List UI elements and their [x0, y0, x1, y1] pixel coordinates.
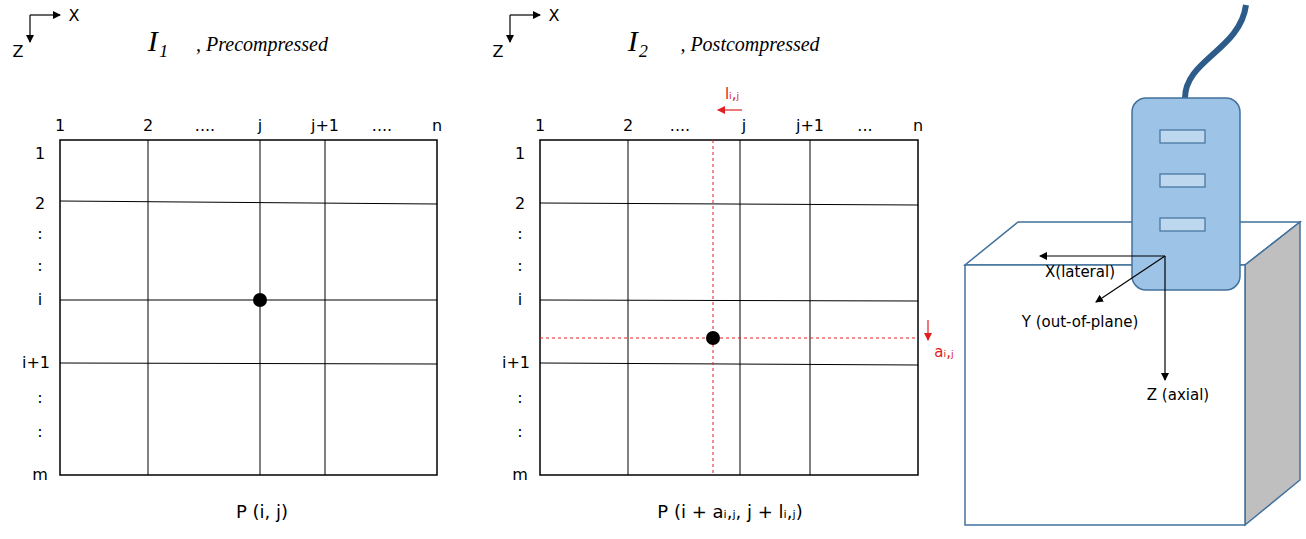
axis-arrow	[509, 15, 510, 42]
column-index: 1	[55, 117, 65, 135]
row-index: :	[37, 257, 42, 275]
column-index: n	[913, 117, 923, 135]
probe-element	[1160, 130, 1205, 143]
axis-label: X	[69, 7, 80, 25]
column-index: j+1	[311, 117, 339, 135]
column-index: ...	[857, 117, 872, 135]
row-index: 2	[515, 195, 525, 213]
axial-arrow	[927, 320, 928, 340]
probe-element	[1160, 218, 1205, 231]
row-index: m	[32, 466, 48, 484]
row-index: 2	[35, 195, 45, 213]
axis-arrow	[30, 14, 60, 15]
column-index: 2	[623, 117, 633, 135]
axis-label: Z	[493, 43, 504, 61]
grid-frame	[540, 140, 918, 475]
probe	[1132, 98, 1240, 290]
probe-cable	[1185, 5, 1246, 98]
point-label: P (i, j)	[236, 502, 288, 522]
column-index: j+1	[796, 117, 824, 135]
column-index: 2	[143, 117, 153, 135]
grid-frame	[60, 140, 437, 475]
displacement-guide	[540, 140, 918, 475]
axis-arrow	[1040, 255, 1165, 256]
image-title: I₂	[628, 24, 648, 57]
axis-name: Y (out-of-plane)	[1022, 314, 1139, 331]
column-index: j	[742, 117, 746, 135]
axis-name: Z (axial)	[1147, 387, 1209, 404]
row-index: 1	[35, 145, 45, 163]
axis-arrow	[29, 15, 30, 42]
point-label: P (i + aᵢ,ⱼ, j + lᵢ,ⱼ)	[657, 502, 802, 522]
row-index: :	[517, 225, 522, 243]
axis-arrow	[1164, 256, 1165, 380]
row-index: :	[37, 423, 42, 441]
block-side	[1245, 222, 1300, 525]
lateral-arrow	[718, 109, 742, 110]
image-subtitle: , Postcompressed	[680, 33, 819, 55]
row-index: :	[37, 225, 42, 243]
image-title: I₁	[148, 24, 168, 57]
row-index: i	[518, 291, 522, 309]
axial-displacement: aᵢ,ⱼ	[934, 344, 953, 361]
row-index: :	[37, 389, 42, 407]
row-index: :	[517, 423, 522, 441]
row-index: i+1	[22, 354, 50, 372]
axis-label: X	[549, 7, 560, 25]
lateral-displacement: lᵢ,ⱼ	[725, 86, 739, 103]
grid-lines	[540, 140, 918, 475]
column-index: n	[432, 117, 442, 135]
column-index: ....	[195, 117, 215, 135]
axis-name: X(lateral)	[1045, 264, 1115, 281]
column-index: ....	[372, 117, 392, 135]
probe-element	[1160, 174, 1205, 187]
grid-lines	[60, 140, 437, 475]
axis-label: Z	[13, 43, 24, 61]
block-front	[965, 265, 1245, 525]
image-subtitle: , Precompressed	[196, 33, 328, 55]
pixel-dot	[706, 331, 720, 345]
pixel-dot	[253, 293, 267, 307]
row-index: i+1	[502, 354, 530, 372]
axis-arrow	[510, 14, 540, 15]
column-index: ....	[670, 117, 690, 135]
row-index: :	[517, 257, 522, 275]
column-index: 1	[535, 117, 545, 135]
row-index: 1	[515, 145, 525, 163]
column-index: j	[258, 117, 262, 135]
row-index: i	[38, 291, 42, 309]
row-index: m	[512, 466, 528, 484]
row-index: :	[517, 389, 522, 407]
